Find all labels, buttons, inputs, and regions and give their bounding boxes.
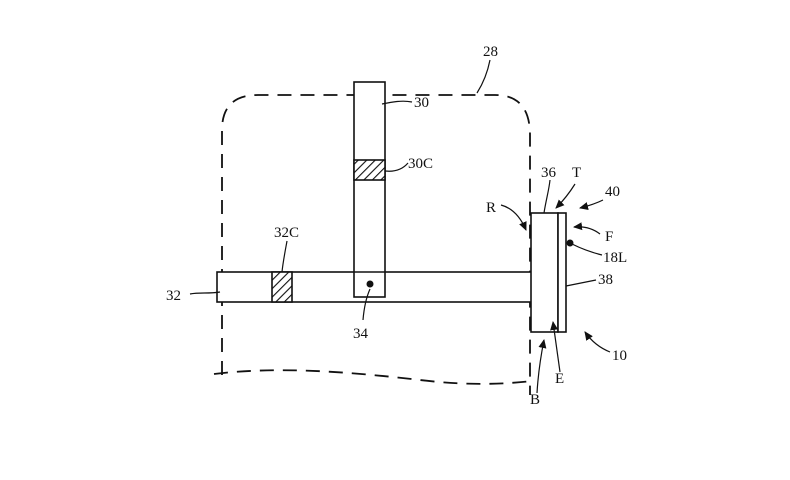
label-r: R xyxy=(486,200,496,216)
arrow-10 xyxy=(584,331,611,353)
arrow-r xyxy=(500,204,527,231)
label-32c: 32C xyxy=(274,225,299,241)
label-e: E xyxy=(555,371,564,387)
arrow-f xyxy=(573,222,601,235)
housing-bottom-edge xyxy=(213,369,533,385)
label-38: 38 xyxy=(598,272,613,288)
label-10: 10 xyxy=(612,348,627,364)
label-f: F xyxy=(605,229,613,245)
hatched-region-32c xyxy=(271,271,293,303)
label-18l: 18L xyxy=(603,250,627,266)
label-30: 30 xyxy=(414,95,429,111)
label-28: 28 xyxy=(483,44,498,60)
label-t: T xyxy=(572,165,581,181)
leader-32 xyxy=(189,291,221,295)
label-b: B xyxy=(530,392,540,408)
leader-28 xyxy=(476,59,491,94)
leader-30 xyxy=(381,100,413,105)
horizontal-member-32 xyxy=(216,271,558,303)
arrow-b xyxy=(536,339,547,394)
joint-dot-34 xyxy=(366,280,374,288)
layer-strip-38 xyxy=(557,212,567,333)
arrow-40 xyxy=(579,199,604,210)
vertical-member-30 xyxy=(353,81,386,298)
label-40: 40 xyxy=(605,184,620,200)
leader-32c xyxy=(281,240,288,273)
leader-30c xyxy=(384,162,409,172)
leader-38 xyxy=(565,279,597,287)
arrow-e xyxy=(550,321,561,373)
leader-36 xyxy=(543,179,551,214)
label-36: 36 xyxy=(541,165,557,181)
leader-34 xyxy=(362,288,371,321)
leader-18l xyxy=(571,243,603,256)
arrow-t xyxy=(555,183,576,209)
hatched-region-30c xyxy=(353,159,386,181)
label-34: 34 xyxy=(353,326,369,342)
label-30c: 30C xyxy=(408,156,433,172)
label-32: 32 xyxy=(166,288,181,304)
component-block-36 xyxy=(530,212,559,333)
contact-dot-18l xyxy=(566,239,574,247)
